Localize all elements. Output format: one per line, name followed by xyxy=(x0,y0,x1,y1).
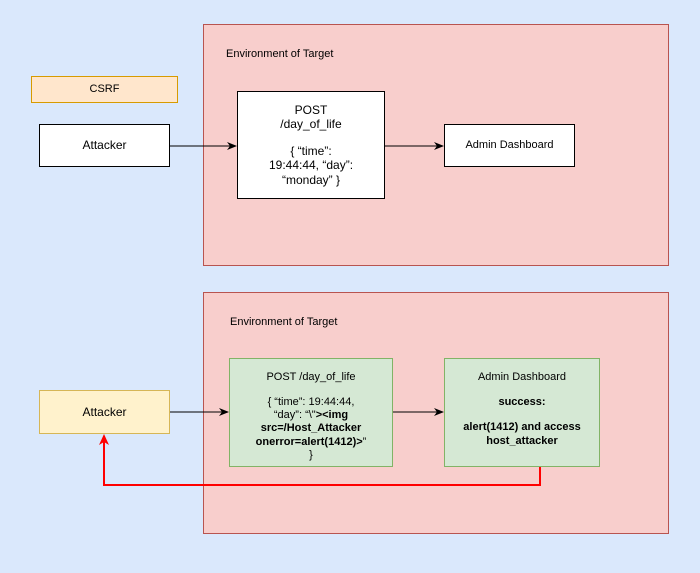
top-request-line3: { “time”: xyxy=(290,143,332,158)
bottom-dashboard-detail2: host_attacker xyxy=(486,434,558,447)
bottom-region-label: Environment of Target xyxy=(230,316,338,328)
top-request-line1: POST xyxy=(294,103,328,118)
top-request-line4: 19:44:44, “day”: xyxy=(268,158,354,173)
bottom-dashboard-title: Admin Dashboard xyxy=(477,371,567,383)
csrf-tag: CSRF xyxy=(31,76,178,103)
return-arrow-head xyxy=(99,434,109,445)
top-region-label: Environment of Target xyxy=(226,48,334,60)
bottom-admin-dashboard-box: Admin Dashboard success: alert(1412) and… xyxy=(444,358,600,467)
top-request-line2: /day_of_life xyxy=(280,117,342,132)
top-request-box: POST /day_of_life { “time”: 19:44:44, “d… xyxy=(237,91,385,199)
bottom-request-line5: } xyxy=(309,448,313,461)
return-arrow-dashboard-to-attacker xyxy=(103,436,541,486)
top-request-line5: “monday” } xyxy=(281,172,341,187)
bottom-dashboard-detail1: alert(1412) and access xyxy=(463,421,581,434)
bottom-request-line4: onerror=alert(1412)>” xyxy=(255,435,367,448)
bottom-dashboard-status: success: xyxy=(498,396,546,409)
bottom-request-line2: “day”: “\"><img xyxy=(273,409,349,422)
top-attacker-box: Attacker xyxy=(39,124,170,167)
bottom-request-box: POST /day_of_life { “time”: 19:44:44, “d… xyxy=(229,358,393,467)
bottom-attacker-box: Attacker xyxy=(39,390,170,434)
bottom-request-title: POST /day_of_life xyxy=(266,371,356,383)
top-admin-dashboard-box: Admin Dashboard xyxy=(444,124,575,167)
bottom-request-line3: src=/Host_Attacker xyxy=(260,422,362,435)
bottom-request-line1: { “time”: 19:44:44, xyxy=(267,396,355,409)
